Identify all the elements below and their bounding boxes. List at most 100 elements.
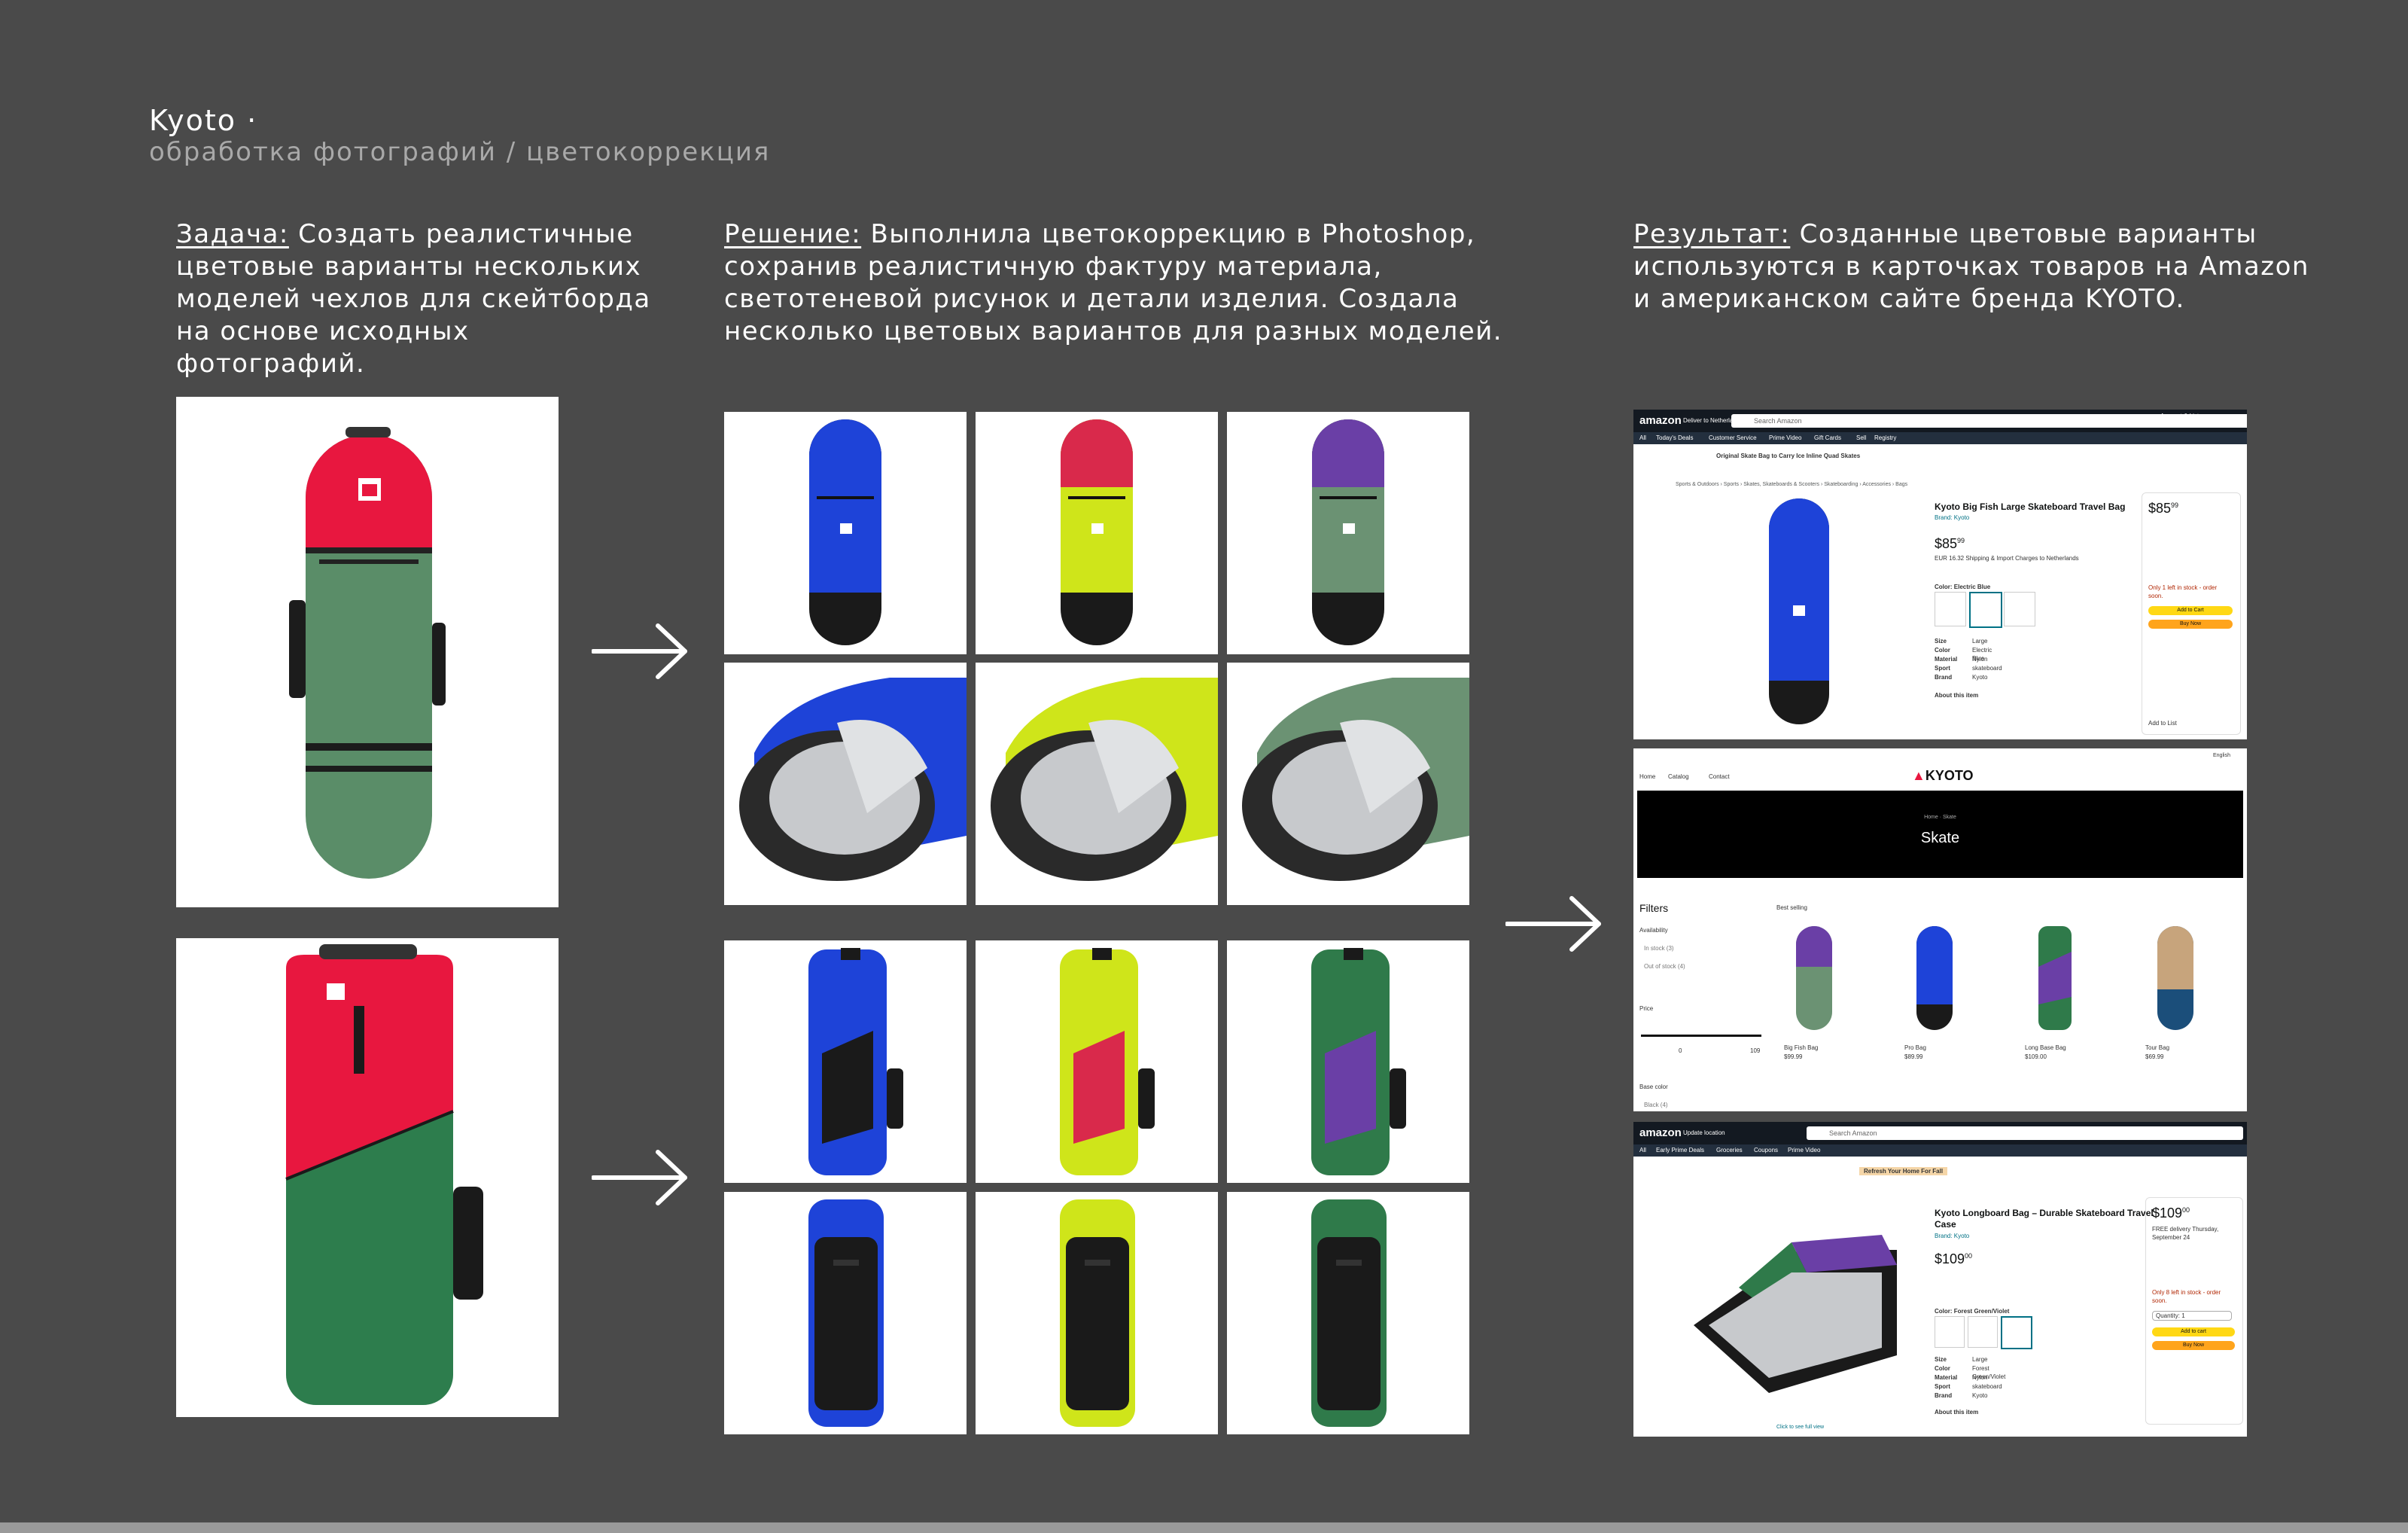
see-full-view-link[interactable]: Click to see full view bbox=[1776, 1425, 1825, 1430]
shipping-info: EUR 16.32 Shipping & Import Charges to N… bbox=[1935, 555, 2079, 562]
variant-long-green-back bbox=[1227, 1192, 1469, 1434]
filters-heading: Filters bbox=[1639, 902, 1669, 914]
nav-item[interactable]: All bbox=[1639, 1147, 1646, 1154]
swatch-green[interactable] bbox=[1935, 592, 1966, 626]
buy-box: $10900 FREE delivery Thursday, September… bbox=[2145, 1197, 2243, 1425]
buy-now-button[interactable]: Buy Now bbox=[2148, 620, 2233, 629]
nav-item[interactable]: Sell bbox=[1856, 434, 1867, 441]
original-photo-long-bag bbox=[176, 938, 559, 1417]
original-photo-big-fish-bag bbox=[176, 397, 559, 907]
account-lists[interactable]: Account & Lists bbox=[2160, 413, 2203, 419]
swatch-purple[interactable] bbox=[2004, 592, 2035, 626]
search-input[interactable]: Search Amazon bbox=[1731, 414, 2247, 428]
language-select[interactable]: English bbox=[2213, 753, 2230, 758]
solution-text: Выполнила цветокоррекцию в Photoshop, со… bbox=[724, 219, 1503, 346]
swatch-black[interactable] bbox=[1935, 1316, 1965, 1348]
nav-item[interactable]: Today's Deals bbox=[1656, 434, 1694, 441]
nav-catalog[interactable]: Catalog bbox=[1668, 773, 1689, 780]
page-title: Kyoto · bbox=[149, 104, 258, 137]
variant-green-violet-front bbox=[1227, 412, 1469, 654]
add-to-cart-button[interactable]: Add to cart bbox=[2152, 1327, 2235, 1336]
arrow-right-icon bbox=[592, 1150, 687, 1205]
in-stock-checkbox[interactable]: In stock (3) bbox=[1644, 945, 1674, 952]
amazon-logo[interactable]: amazon bbox=[1639, 1126, 1682, 1139]
banner-text[interactable]: Refresh Your Home For Fall bbox=[1859, 1167, 1948, 1175]
kyoto-logo[interactable]: ▲KYOTO bbox=[1912, 768, 1974, 783]
result-description: Результат: Созданные цветовые варианты и… bbox=[1633, 218, 2311, 315]
brand-link[interactable]: Brand: Kyoto bbox=[1935, 1233, 1970, 1239]
product-card-image[interactable] bbox=[2145, 922, 2206, 1035]
deliver-to[interactable]: Deliver to Netherlands bbox=[1683, 417, 1743, 424]
price-min[interactable]: 0 bbox=[1679, 1047, 1682, 1054]
breadcrumb[interactable]: Home · Skate bbox=[1924, 815, 1956, 820]
nav-item[interactable]: Prime Video bbox=[1788, 1147, 1821, 1154]
about-heading: About this item bbox=[1935, 692, 1979, 699]
swatch-blue[interactable] bbox=[1968, 1316, 1998, 1348]
spec-row: Size Large bbox=[1935, 1356, 1988, 1363]
price-filter[interactable]: Price bbox=[1639, 1005, 1654, 1012]
quantity-select[interactable]: Quantity: 1 bbox=[2152, 1311, 2232, 1321]
price-max[interactable]: 109 bbox=[1750, 1047, 1761, 1054]
product-image[interactable] bbox=[1761, 492, 1837, 733]
product-title: Kyoto Big Fish Large Skateboard Travel B… bbox=[1935, 501, 2126, 512]
nav-item[interactable]: Gift Cards bbox=[1814, 434, 1842, 441]
amazon-header: amazon Update location Search Amazon bbox=[1633, 1122, 2247, 1144]
swatch-green[interactable] bbox=[2001, 1316, 2032, 1349]
deliver-to[interactable]: Update location bbox=[1683, 1129, 1725, 1136]
nav-contact[interactable]: Contact bbox=[1709, 773, 1730, 780]
nav-item[interactable]: All bbox=[1639, 434, 1646, 441]
product-price: $8599 bbox=[1935, 536, 1965, 551]
add-to-list-button[interactable]: Add to List bbox=[2148, 720, 2177, 727]
bottom-bar bbox=[0, 1522, 2408, 1533]
amazon-nav: All Today's Deals Customer Service Prime… bbox=[1633, 432, 2247, 444]
out-of-stock-checkbox[interactable]: Out of stock (4) bbox=[1644, 963, 1685, 970]
product-name[interactable]: Pro Bag bbox=[1904, 1044, 1926, 1051]
nav-item[interactable]: Early Prime Deals bbox=[1656, 1147, 1705, 1154]
amazon-header: amazon Deliver to Netherlands Search Ama… bbox=[1633, 410, 2247, 432]
spec-row: Size Large bbox=[1935, 638, 1988, 645]
skate-bag-icon bbox=[289, 427, 446, 879]
nav-item[interactable]: Registry bbox=[1874, 434, 1897, 441]
product-card-image[interactable] bbox=[1784, 922, 1844, 1035]
stock-status: Only 8 left in stock - order soon. bbox=[2152, 1289, 2221, 1304]
nav-home[interactable]: Home bbox=[1639, 773, 1656, 780]
orders-link[interactable]: & Orders bbox=[2215, 420, 2239, 427]
nav-item[interactable]: Groceries bbox=[1716, 1147, 1743, 1154]
nav-item[interactable]: Coupons bbox=[1754, 1147, 1779, 1154]
product-name[interactable]: Long Base Bag bbox=[2025, 1044, 2066, 1051]
availability-filter[interactable]: Availability bbox=[1639, 927, 1668, 934]
spec-row: Material Nylon bbox=[1935, 656, 1988, 663]
spec-row: Sport skateboard bbox=[1935, 1383, 2002, 1390]
black-checkbox[interactable]: Black (4) bbox=[1644, 1102, 1668, 1108]
spec-row: Color Forest Green/Violet bbox=[1935, 1365, 2006, 1380]
search-input[interactable]: Search Amazon bbox=[1807, 1126, 2243, 1140]
product-image[interactable] bbox=[1679, 1220, 1904, 1400]
product-card-image[interactable] bbox=[1904, 922, 1965, 1035]
base-color-filter[interactable]: Base color bbox=[1639, 1083, 1668, 1090]
breadcrumb[interactable]: Sports & Outdoors › Sports › Skates, Ska… bbox=[1676, 482, 1908, 487]
variant-green-open bbox=[1227, 663, 1469, 905]
buy-now-button[interactable]: Buy Now bbox=[2152, 1341, 2235, 1350]
add-to-cart-button[interactable]: Add to Cart bbox=[2148, 606, 2233, 615]
product-price: $99.99 bbox=[1784, 1053, 1803, 1060]
product-name[interactable]: Big Fish Bag bbox=[1784, 1044, 1819, 1051]
delivery-info: FREE delivery Thursday, September 24 bbox=[2152, 1226, 2219, 1241]
nav-item[interactable]: Customer Service bbox=[1709, 434, 1757, 441]
spec-row: Color Electric Blue bbox=[1935, 647, 1992, 662]
brand-link[interactable]: Brand: Kyoto bbox=[1935, 514, 1970, 521]
spec-row: Brand Kyoto bbox=[1935, 1392, 1988, 1399]
color-label: Color: Electric Blue bbox=[1935, 584, 1991, 590]
sort-select[interactable]: Best selling bbox=[1776, 904, 1807, 911]
swatch-blue[interactable] bbox=[1969, 592, 2002, 628]
arrow-right-icon bbox=[592, 623, 687, 679]
product-name[interactable]: Tour Bag bbox=[2145, 1044, 2170, 1051]
price-slider[interactable] bbox=[1641, 1035, 1761, 1037]
banner-text[interactable]: Original Skate Bag to Carry Ice Inline Q… bbox=[1716, 453, 1861, 459]
product-price: $69.99 bbox=[2145, 1053, 2164, 1060]
kyoto-logo-icon: ▲ bbox=[1912, 768, 1925, 783]
nav-item[interactable]: Prime Video bbox=[1769, 434, 1802, 441]
variant-long-lime-front bbox=[976, 940, 1218, 1183]
amazon-logo[interactable]: amazon bbox=[1639, 414, 1682, 427]
product-card-image[interactable] bbox=[2025, 922, 2085, 1035]
variant-long-blue-front bbox=[724, 940, 967, 1183]
